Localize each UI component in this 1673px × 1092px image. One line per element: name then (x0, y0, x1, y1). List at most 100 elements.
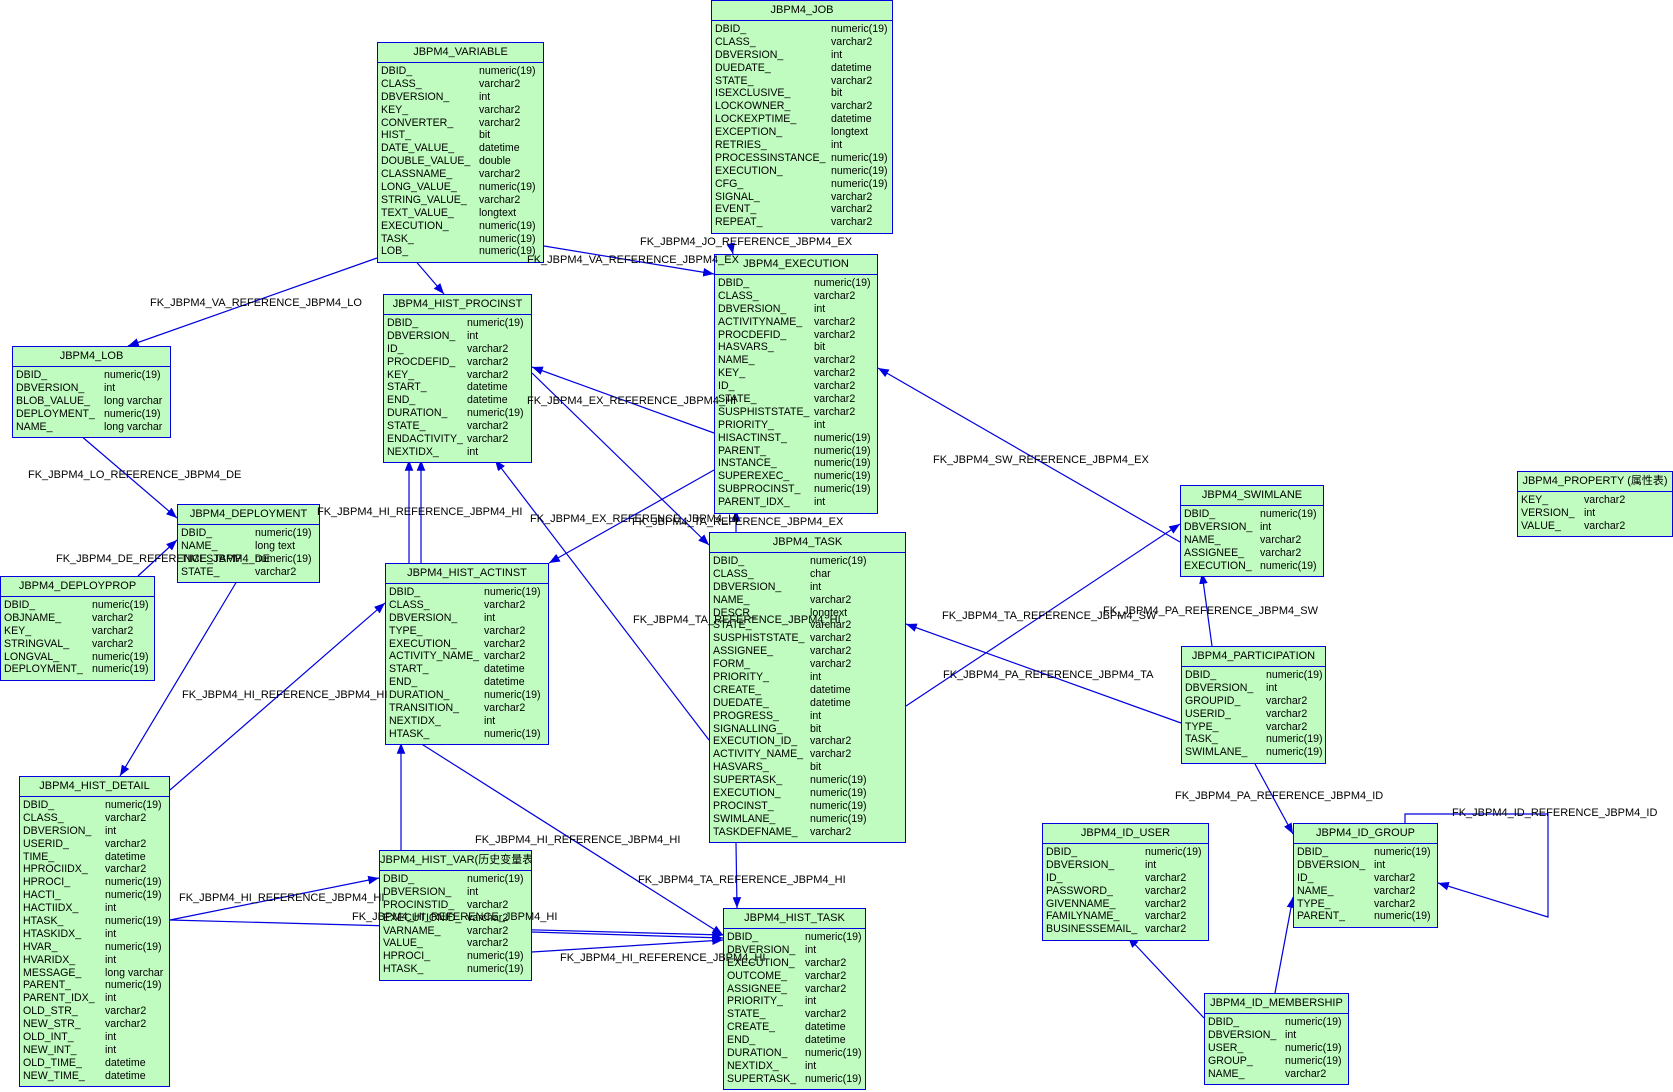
relationship-line[interactable] (127, 257, 378, 347)
relationship-line[interactable] (1254, 763, 1294, 835)
column-type: varchar2 (814, 393, 856, 406)
table-title: JBPM4_JOB (712, 1, 892, 21)
column-name: STATE_ (387, 420, 426, 433)
column-row: DUEDATE_datetime (715, 62, 889, 75)
relationship-line[interactable] (531, 366, 715, 434)
relationship-line[interactable] (137, 539, 178, 577)
relationship-line[interactable] (531, 372, 710, 546)
column-name: TIME_ (23, 850, 55, 863)
column-name: LOB_ (381, 245, 409, 258)
column-row: SUBPROCINST_numeric(19) (718, 483, 874, 496)
column-type: varchar2 (105, 1018, 147, 1031)
relationship-line[interactable] (543, 245, 715, 277)
column-row: VALUE_varchar2 (383, 937, 528, 950)
relationship-line[interactable] (412, 257, 445, 295)
relationship-label: FK_JBPM4_PA_REFERENCE_JBPM4_ID (1175, 790, 1384, 802)
column-name: DBID_ (181, 527, 213, 539)
column-type: varchar2 (467, 937, 509, 950)
relationship-line[interactable] (726, 242, 735, 255)
relationship-line[interactable] (119, 580, 238, 777)
column-name: NEXTIDX_ (387, 445, 439, 458)
table-hist-var[interactable]: JBPM4_HIST_VAR(历史变量表)DBID_numeric(19)DBV… (379, 850, 532, 981)
column-type: numeric(19) (105, 979, 162, 992)
column-type: varchar2 (105, 1005, 147, 1018)
relationship-line[interactable] (494, 459, 710, 741)
column-type: varchar2 (479, 193, 521, 206)
column-name: DBVERSION_ (1185, 681, 1254, 694)
relationship-line[interactable] (169, 875, 380, 921)
column-name: PASSWORD_ (1046, 884, 1113, 897)
column-type: numeric(19) (810, 774, 867, 787)
column-name: PARENT_ (1297, 910, 1346, 923)
column-row: PARENT_numeric(19) (1297, 910, 1434, 923)
column-type: varchar2 (479, 168, 521, 181)
relationship-line[interactable] (531, 936, 724, 953)
column-row: GROUP_numeric(19) (1208, 1055, 1345, 1068)
column-type: int (105, 927, 117, 940)
relationship-line[interactable] (1199, 572, 1213, 647)
relationship-line[interactable] (1127, 936, 1205, 1019)
relationship-line[interactable] (531, 931, 724, 942)
column-type: varchar2 (105, 863, 147, 876)
column-type: varchar2 (831, 100, 873, 113)
relationship-line[interactable] (79, 434, 178, 519)
relationship-line[interactable] (877, 367, 1181, 543)
column-type: numeric(19) (1266, 669, 1323, 681)
column-name: SUPERTASK_ (727, 1072, 797, 1085)
column-name: OLD_STR_ (23, 1005, 78, 1018)
column-name: DBID_ (389, 586, 421, 598)
relationship-line[interactable] (905, 623, 1182, 724)
column-row: DBVERSION_int (1184, 521, 1320, 534)
column-name: EVENT_ (715, 203, 757, 216)
relationship-line[interactable] (1274, 896, 1296, 994)
relationship-label: FK_JBPM4_PA_REFERENCE_JBPM4_SW (1103, 605, 1318, 617)
relationship-label: FK_JBPM4_TA_REFERENCE_JBPM4_EX (632, 516, 844, 528)
column-row: TYPE_varchar2 (389, 625, 545, 638)
column-row: OLD_INT_int (23, 1031, 166, 1044)
relationship-label: FK_JBPM4_HI_REFERENCE_JBPM4_HI (560, 952, 766, 964)
relationship-line[interactable] (548, 469, 715, 564)
column-name: CLASS_ (23, 811, 64, 824)
column-type: int (467, 329, 479, 342)
column-type: numeric(19) (1374, 846, 1431, 858)
column-name: DBID_ (718, 277, 750, 289)
relationship-line[interactable] (732, 842, 742, 909)
column-type: long varchar (105, 966, 164, 979)
table-title: JBPM4_HIST_VAR(历史变量表) (380, 851, 531, 871)
column-type: varchar2 (810, 825, 852, 838)
column-row: TASK_numeric(19) (1185, 733, 1323, 746)
relationship-line[interactable] (1404, 813, 1549, 918)
relationship-line[interactable] (905, 523, 1181, 707)
column-name: PARENT_ (718, 444, 767, 457)
column-row: CLASS_char (713, 568, 902, 581)
relationship-line[interactable] (169, 602, 386, 791)
column-type: datetime (831, 113, 872, 126)
relationship-line[interactable] (419, 742, 724, 936)
column-row: KEY_varchar2 (387, 369, 528, 382)
column-row: VALUE_varchar2 (1521, 520, 1669, 533)
table-title: JBPM4_PROPERTY (属性表) (1518, 472, 1672, 492)
column-type: numeric(19) (479, 181, 536, 194)
column-name: FAMILYNAME_ (1046, 910, 1120, 923)
